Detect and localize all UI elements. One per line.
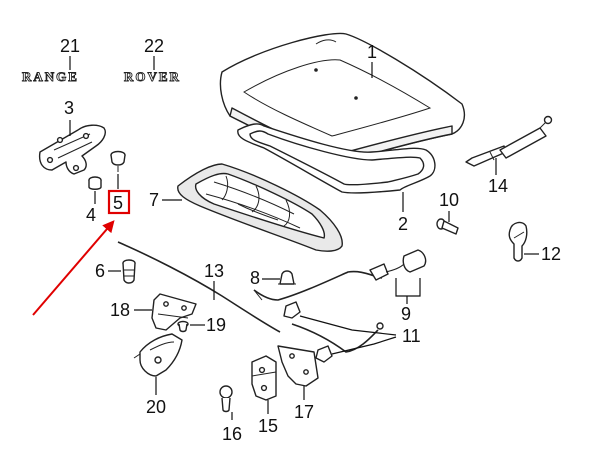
- callout-14: 14: [488, 176, 508, 196]
- latch-support-icon: [251, 355, 277, 401]
- release-cable-icon: [117, 241, 384, 353]
- callout-8: 8: [250, 268, 260, 288]
- hood-insulator-icon: [177, 163, 343, 252]
- callout-18: 18: [110, 300, 130, 320]
- callout-5: 5: [113, 193, 123, 213]
- badge-rover: ROVER: [124, 69, 181, 85]
- callout-1: 1: [367, 42, 377, 62]
- callout-12: 12: [541, 244, 561, 264]
- callout-10: 10: [439, 190, 459, 210]
- callout-7: 7: [149, 190, 159, 210]
- callout-9: 9: [401, 304, 411, 324]
- callout-22: 22: [144, 36, 164, 56]
- callout-16: 16: [222, 424, 242, 444]
- leader-9: [395, 278, 421, 297]
- callout-6: 6: [95, 261, 105, 281]
- cable-clip-icon: [278, 270, 296, 285]
- hood-seal-icon: [237, 123, 436, 194]
- callout-4: 4: [86, 205, 96, 225]
- bolt-19-icon: [177, 320, 189, 333]
- striker-icon: [508, 221, 528, 262]
- callout-11: 11: [402, 326, 421, 346]
- badge-range-text: RANGE: [22, 69, 79, 84]
- highlight-box: [107, 189, 131, 215]
- badge-rover-text: ROVER: [124, 69, 181, 84]
- callout-15: 15: [258, 416, 278, 436]
- callout-20: 20: [146, 397, 166, 417]
- leader-11a: [299, 315, 397, 336]
- gas-strut-icon: [465, 115, 553, 167]
- grommet-icon: [122, 259, 136, 284]
- bump-stop-icon: [88, 176, 102, 190]
- bolt-16-icon: [219, 385, 233, 413]
- secondary-cable-icon: [253, 249, 427, 301]
- callout-2: 2: [398, 214, 408, 234]
- latch-bracket-icon: [151, 293, 197, 331]
- badge-range: RANGE: [22, 69, 79, 85]
- callout-19: 19: [206, 315, 226, 335]
- callout-13: 13: [204, 261, 224, 281]
- hood-latch-icon: [133, 333, 183, 377]
- bolt-10-icon: [436, 218, 459, 235]
- cable-clips-icon: [283, 301, 333, 363]
- mounting-plate-icon: [277, 345, 319, 387]
- leader-11b: [331, 336, 397, 355]
- callout-17: 17: [294, 402, 314, 422]
- hinge-bolt-icon: [110, 150, 126, 172]
- highlight-arrow: [32, 220, 115, 316]
- hood-hinge-icon: [38, 124, 106, 175]
- callout-3: 3: [64, 98, 74, 118]
- callout-21: 21: [60, 36, 80, 56]
